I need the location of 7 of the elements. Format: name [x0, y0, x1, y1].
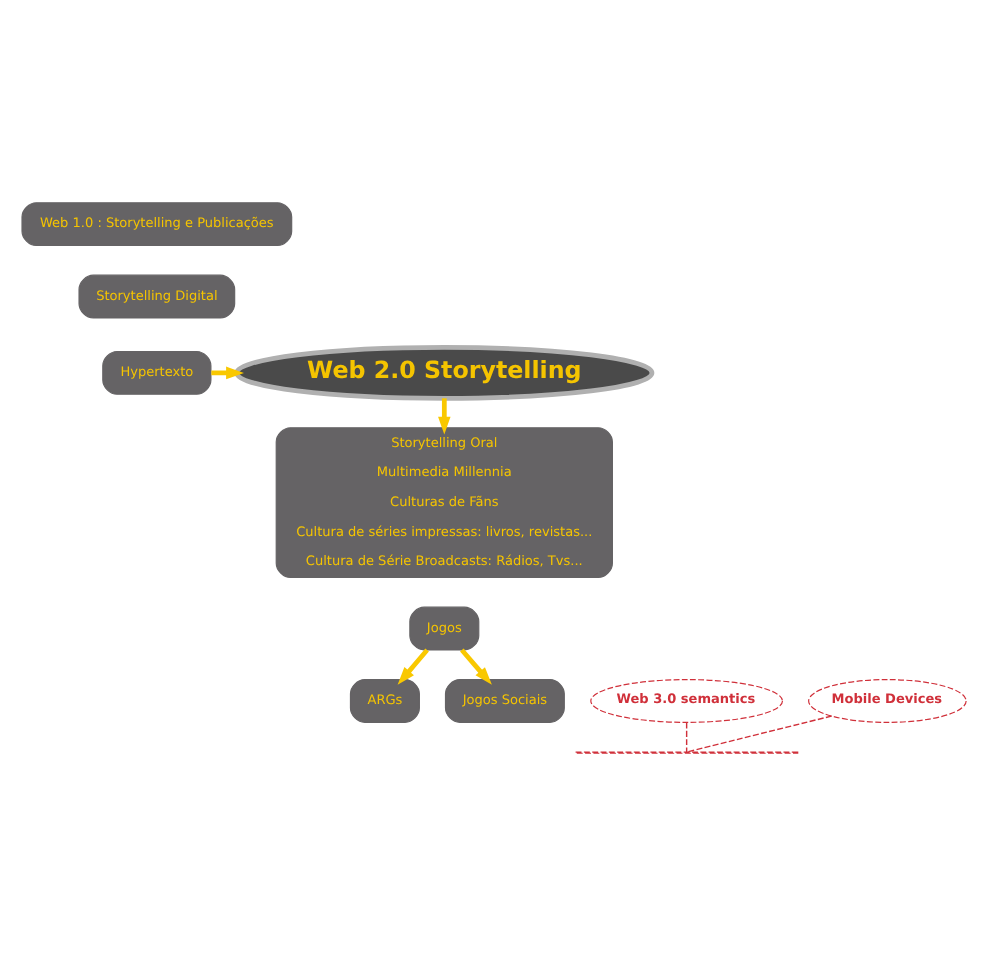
node-ellipse: Web 2.0 Storytelling	[234, 345, 655, 401]
connector	[686, 715, 833, 753]
connector	[685, 721, 688, 753]
arrow	[438, 398, 451, 435]
arrow	[397, 648, 429, 685]
arrow	[460, 648, 492, 685]
node-bar	[575, 751, 799, 754]
